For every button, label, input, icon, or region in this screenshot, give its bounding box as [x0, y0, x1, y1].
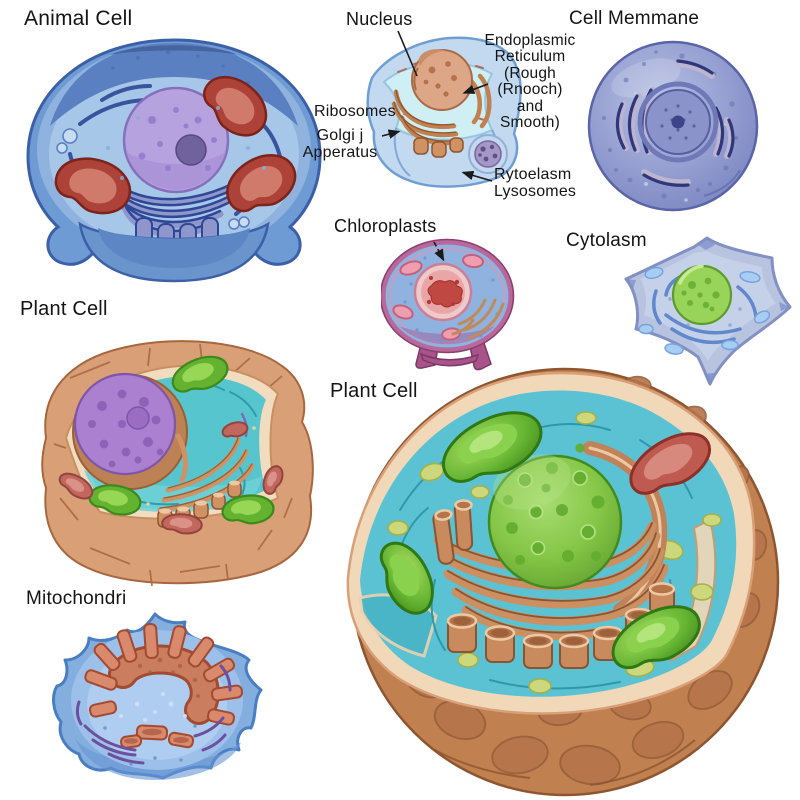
cyto-nucleus [671, 264, 733, 326]
mitochondria-cell-illustration [52, 612, 263, 780]
membrane-nucleus [637, 81, 719, 163]
plant-cell-large-illustration [346, 367, 780, 797]
plant-cell-small-illustration [41, 340, 314, 587]
plant-large-er-tubes [432, 499, 676, 669]
lysosomes-label: Rytoelasm Lysosomes [494, 166, 577, 200]
plant-large-cut-face [669, 518, 717, 663]
cell-membrane-title: Cell Memmane [569, 8, 700, 29]
endoplasmic-reticulum-label: Endoplasmic Reticulum (Rough (Rnooch) an… [484, 32, 576, 132]
mito-streaks [75, 664, 232, 765]
cyto-corner-caps [626, 238, 790, 384]
animal-cell-illustration [26, 38, 322, 283]
plant-small-nucleus [72, 372, 188, 490]
ribosomes-label: Ribosomes [314, 103, 396, 120]
cyto-vesicles [638, 266, 771, 355]
mitochondria-title: Mitochondri [26, 588, 127, 609]
chloroplast-cell-illustration [381, 238, 515, 371]
plant-large-nucleus [487, 443, 623, 590]
plant-large-granules [387, 411, 722, 694]
golgi-apparatus-label: Golgi j Apperatus [302, 127, 378, 161]
plant-cell-small-title: Plant Cell [20, 298, 108, 320]
animal-cell-title: Animal Cell [24, 7, 133, 30]
cell-membrane-illustration [587, 40, 759, 212]
cube-golgi-blocks [413, 137, 464, 158]
cytoplasm-title: Cytolasm [566, 230, 647, 251]
plant-cell-large-title: Plant Cell [330, 380, 418, 402]
plant-small-wall-cracks [53, 343, 293, 587]
cyto-curls [652, 275, 758, 345]
chloroplasts-title: Chloroplasts [334, 216, 437, 236]
cube-nucleus [411, 49, 473, 111]
chloro-nucleus [413, 262, 473, 322]
animal-nucleus [122, 86, 230, 194]
animal-vesicles [56, 128, 250, 230]
mito-cristae [84, 622, 244, 749]
cytoplasm-cell-illustration [624, 236, 792, 386]
chloro-tan-curls [451, 298, 505, 340]
nucleus-label: Nucleus [346, 9, 413, 29]
